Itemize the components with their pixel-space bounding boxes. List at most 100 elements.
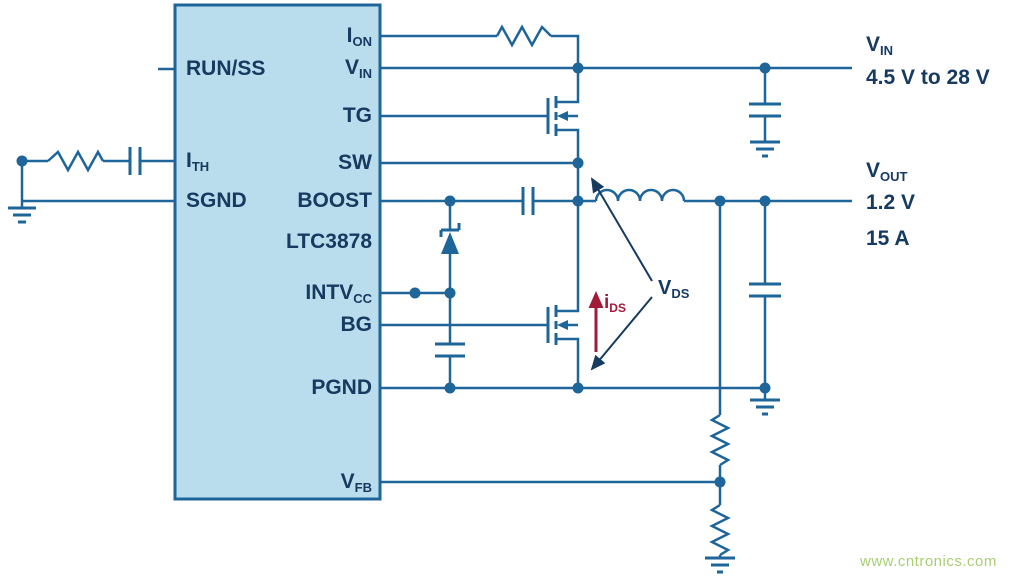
junction-dot [759,195,771,207]
diode-cathode-bar [439,223,461,237]
vds-label-base: V [658,277,672,299]
junction-dot [409,287,421,299]
watermark-text: www.cntronics.com [860,553,997,570]
junction-dot [572,195,584,207]
pin-ion-base: I [346,24,353,47]
junction-dot [444,287,456,299]
rail-vout-voltage-text: 1.2 V [866,191,916,214]
vds-arrows [590,177,653,371]
ground-pgnd-bars [750,398,780,416]
diode-triangle [441,232,459,254]
ids-label-base: i [604,292,610,313]
resistor-divider-bottom [709,503,731,557]
vds-label-sub: DS [671,286,690,301]
pin-ith-sub: TH [191,159,210,174]
pin-ith: ITH [186,149,209,179]
vds-label: VDS [658,276,689,306]
rail-vout-current: 15 A [866,227,910,251]
pin-vfb: VFB [341,470,372,500]
pin-sw-base: SW [338,151,372,174]
mosfet-top [546,68,580,201]
ids-label: iDS [604,291,626,320]
capacitor-boost [521,187,535,215]
resistor-divider-top [709,413,731,467]
mosfet-top-source [556,128,580,201]
cap-output-plates [749,282,781,298]
junction-dot [759,62,771,74]
pin-bg: BG [341,313,373,343]
pin-intvcc-sub: CC [353,291,372,306]
watermark: www.cntronics.com [860,550,997,574]
ic-block [173,3,382,501]
ground-input [750,140,780,158]
pin-intvcc-base: INTV [305,281,354,304]
junction-dot [444,195,456,207]
cap-intvcc-plates [435,342,465,358]
mosfet-top-arrow [557,111,568,121]
rail-vout-base: V [866,159,881,182]
pin-intvcc: INTVCC [305,281,372,311]
pin-vin-sub: IN [359,66,372,81]
wire-ion [380,34,580,68]
pin-vfb-base: V [340,470,355,493]
capacitor-output [749,201,781,388]
wires [8,24,852,574]
mosfet-bottom-drain [556,201,580,313]
capacitor-intvcc [435,293,465,388]
pin-vfb-sub: FB [354,480,372,495]
junction-dot [444,382,456,394]
pin-bg-base: BG [340,313,373,336]
ground-divider [705,556,735,574]
rail-vout-current-text: 15 A [866,227,910,250]
inductor [594,188,686,202]
resistor-ith [47,149,105,173]
wire-ith-end [20,159,48,201]
pin-vin: VIN [345,56,372,86]
vds-arrow-lower [590,296,653,371]
ground-left-bars [8,206,36,224]
ground-pgnd [750,388,780,416]
junction-dots [16,62,771,488]
pin-vin-base: V [344,56,359,79]
pin-tg: TG [343,104,372,134]
pin-boost-base: BOOST [297,189,372,212]
resistor-ion [495,24,552,48]
mosfet-bottom [546,201,580,388]
rail-vin-name: VIN [866,33,893,63]
junction-dot [572,382,584,394]
pin-ion: ION [347,24,372,54]
rail-vin-range: 4.5 V to 28 V [866,66,990,90]
junction-dot [16,155,28,167]
pin-run-ss-base: RUN/SS [186,57,266,80]
rail-vout-name: VOUT [866,159,907,189]
rail-vout-sub: OUT [880,169,908,184]
pin-sgnd: SGND [186,189,247,219]
pin-ith-base: I [186,149,192,172]
ith-rc-network [8,147,175,224]
mosfet-top-drain [556,68,580,104]
capacitor-input [749,68,781,158]
rail-vin-sub: IN [880,43,894,58]
pin-run-ss: RUN/SS [186,57,265,87]
junction-dot [714,195,726,207]
rail-vin-base: V [866,33,881,56]
pin-tg-base: TG [342,104,372,127]
capacitor-ith-plates [128,147,142,175]
junction-dot [714,476,726,488]
pin-sgnd-base: SGND [186,189,247,212]
junction-dot [572,157,584,169]
junction-dot [572,62,584,74]
ic-part-number-text: LTC3878 [286,230,372,253]
vds-arrow-upper [590,177,653,282]
ic-body [173,3,382,501]
cap-input-plates [749,102,781,118]
ic-part-number: LTC3878 [286,230,372,254]
pin-boost: BOOST [297,189,372,219]
ids-label-sub: DS [609,301,626,315]
mosfet-bottom-source [556,337,580,388]
junction-dot [759,382,771,394]
mosfet-bottom-arrow [557,320,568,330]
feedback-divider [705,201,735,574]
